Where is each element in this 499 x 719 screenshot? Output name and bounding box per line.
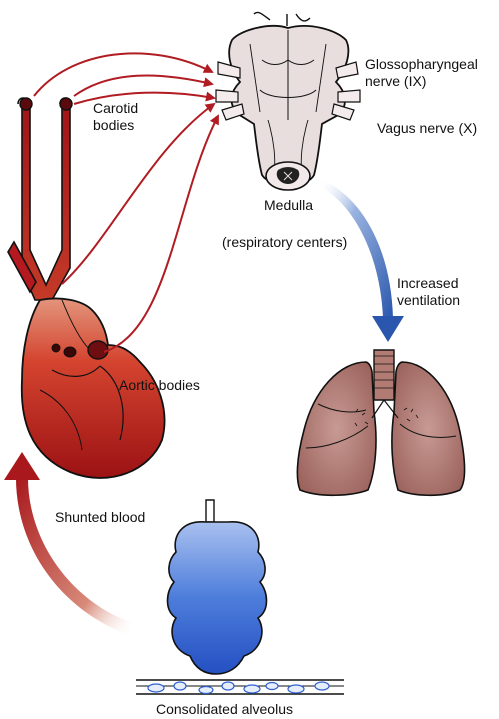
increased-ventilation-line2: ventilation	[397, 292, 461, 308]
glossopharyngeal-line2: nerve (IX)	[365, 73, 427, 89]
aortic-bodies-label: Aortic bodies	[119, 377, 200, 393]
respiratory-centers-label: (respiratory centers)	[222, 234, 348, 250]
aortic-to-vagus-arrow	[103, 114, 219, 353]
carotid-bodies-label: Carotid bodies	[93, 100, 138, 134]
carotid-to-glosso-arrow	[33, 52, 214, 97]
consolidated-alveolus-label: Consolidated alveolus	[156, 701, 293, 717]
shunted-blood-arrow	[4, 452, 132, 636]
carotid-arteries	[7, 97, 73, 301]
medulla-label: Medulla	[264, 197, 314, 213]
increased-ventilation-line1: Increased	[397, 275, 459, 291]
right-lung	[296, 361, 377, 497]
heart	[20, 297, 166, 479]
consolidated-alveolus	[136, 499, 344, 695]
vagus-nerve-label: Vagus nerve (X)	[377, 120, 478, 136]
lungs	[296, 349, 466, 497]
brainstem	[215, 11, 361, 191]
capillary-red-cells	[147, 681, 330, 695]
carotid-to-vagus-arrow	[73, 91, 216, 105]
carotid-to-glosso-arrow-2	[73, 74, 214, 97]
carotid-bodies-line2: bodies	[93, 117, 135, 133]
shunted-blood-label: Shunted blood	[55, 509, 146, 525]
carotid-bodies-line1: Carotid	[93, 100, 139, 116]
aortic-to-vagus-arrow-2	[61, 102, 216, 285]
left-lung	[391, 361, 466, 497]
increased-ventilation-label: Increased ventilation	[397, 275, 460, 309]
ventilation-arrow	[318, 180, 404, 342]
afferent-nerve-arrows	[33, 52, 219, 353]
glossopharyngeal-label: Glossopharyngeal nerve (IX)	[365, 56, 478, 90]
glossopharyngeal-line1: Glossopharyngeal	[365, 56, 478, 72]
